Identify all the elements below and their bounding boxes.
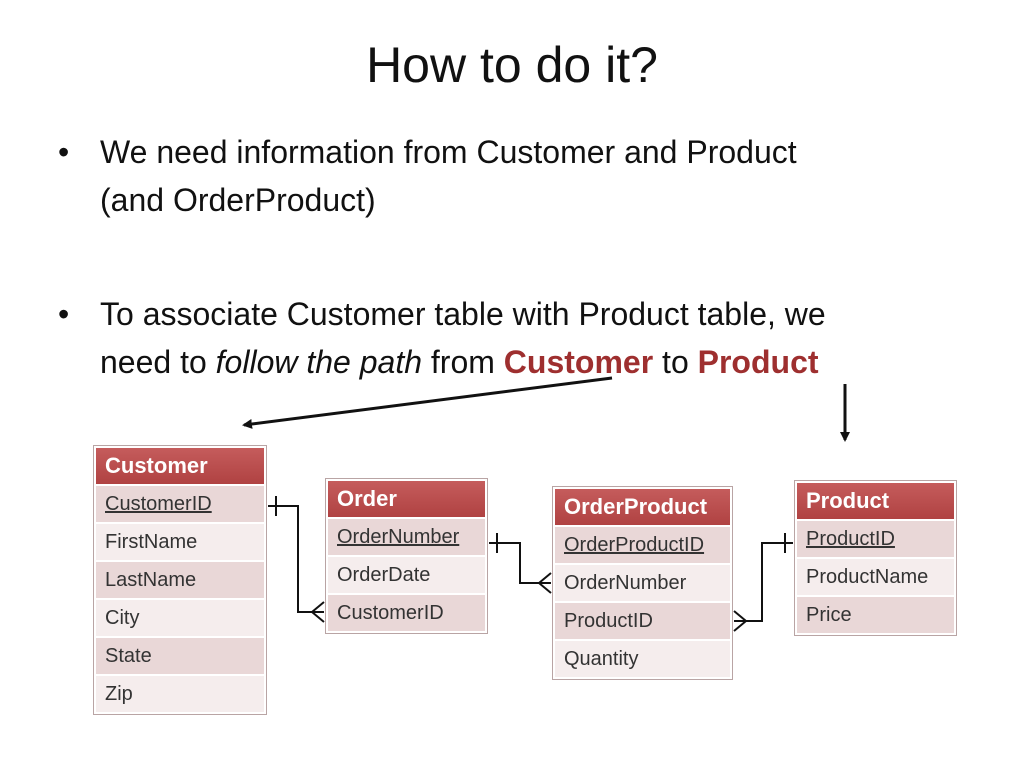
bullet-1-line-1: We need information from Customer and Pr… [100, 134, 797, 170]
bullet-1-line-2: (and OrderProduct) [100, 182, 376, 218]
customer-field-customerid: CustomerID [96, 486, 264, 524]
bullet-2-text-to: to [653, 344, 698, 380]
path-arrow-to-customer [242, 376, 613, 429]
slide-title: How to do it? [366, 37, 658, 93]
product-table-header: Product [797, 483, 954, 521]
bullet-2-product-word: Product [697, 344, 819, 380]
bullet-2-line-2: need to follow the path from Customer to… [100, 338, 960, 386]
bullet-2-text-italic: follow the path [215, 344, 423, 380]
customer-field-firstname: FirstName [96, 524, 264, 562]
connector-orderproduct-product [734, 542, 793, 622]
order-field-orderdate: OrderDate [328, 557, 485, 595]
bullet-1-dot: • [58, 134, 70, 170]
orderproduct-table: OrderProduct OrderProductID OrderNumber … [552, 486, 733, 680]
connector-orderproduct-product-crowsfoot [733, 610, 748, 632]
orderproduct-table-header: OrderProduct [555, 489, 730, 527]
connector-order-crowsfoot [310, 601, 325, 623]
customer-table-header: Customer [96, 448, 264, 486]
customer-field-zip: Zip [96, 676, 264, 712]
product-field-price: Price [797, 597, 954, 633]
connector-order-orderproduct [489, 542, 551, 584]
customer-field-state: State [96, 638, 264, 676]
bullet-2-text-mid: from [422, 344, 504, 380]
orderproduct-field-quantity: Quantity [555, 641, 730, 677]
orderproduct-field-orderproductid: OrderProductID [555, 527, 730, 565]
bullet-2-customer-word: Customer [503, 344, 654, 380]
orderproduct-field-ordernumber: OrderNumber [555, 565, 730, 603]
order-table: Order OrderNumber OrderDate CustomerID [325, 478, 488, 634]
orderproduct-field-productid: ProductID [555, 603, 730, 641]
product-field-productid: ProductID [797, 521, 954, 559]
bullet-2-line-1: To associate Customer table with Product… [100, 296, 826, 332]
order-field-ordernumber: OrderNumber [328, 519, 485, 557]
bullet-2-text-pre: need to [100, 344, 216, 380]
customer-field-lastname: LastName [96, 562, 264, 600]
product-field-productname: ProductName [797, 559, 954, 597]
order-table-header: Order [328, 481, 485, 519]
product-table: Product ProductID ProductName Price [794, 480, 957, 636]
bullet-2-dot: • [58, 296, 70, 332]
connector-orderproduct-crowsfoot [537, 572, 552, 594]
connector-customer-order [268, 505, 324, 613]
customer-table: Customer CustomerID FirstName LastName C… [93, 445, 267, 715]
customer-field-city: City [96, 600, 264, 638]
order-field-customerid: CustomerID [328, 595, 485, 631]
